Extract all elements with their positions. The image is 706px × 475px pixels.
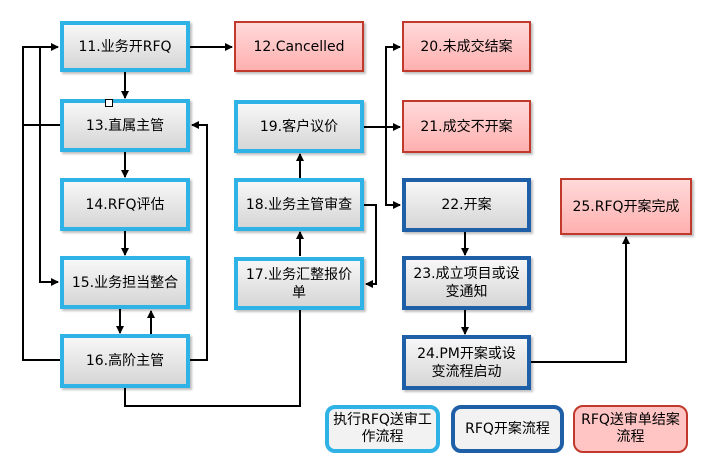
- node-17-label: 17.业务汇整报价单: [245, 266, 353, 301]
- node-17[interactable]: 17.业务汇整报价单: [234, 257, 364, 310]
- node-18[interactable]: 18.业务主管审查: [234, 178, 364, 231]
- edge-18-17-loop: [364, 204, 377, 288]
- node-19[interactable]: 19.客户议价: [234, 100, 364, 153]
- node-24[interactable]: 24.PM开案或设变流程启动: [402, 335, 531, 390]
- node-16-label: 16.高阶主管: [85, 353, 165, 369]
- legend-close-label: RFQ送审单结案流程: [581, 412, 680, 445]
- edge-19-20: [364, 43, 401, 128]
- node-23[interactable]: 23.成立项目或设变通知: [402, 256, 531, 310]
- node-12[interactable]: 12.Cancelled: [234, 21, 364, 72]
- node-25[interactable]: 25.RFQ开案完成: [560, 178, 692, 235]
- edge-16-13-loop: [190, 121, 208, 361]
- node-22[interactable]: 22.开案: [402, 178, 531, 232]
- node-14-label: 14.RFQ评估: [85, 196, 165, 213]
- node-21-label: 21.成交不开案: [420, 118, 513, 135]
- legend-execute: 执行RFQ送审工作流程: [325, 405, 440, 453]
- node-19-label: 19.客户议价: [259, 118, 339, 135]
- node-20[interactable]: 20.未成交结案: [402, 21, 531, 72]
- node-25-label: 25.RFQ开案完成: [572, 198, 680, 215]
- legend-execute-label: 执行RFQ送审工作流程: [333, 412, 432, 445]
- node-22-label: 22.开案: [441, 197, 492, 213]
- node-13-label: 13.直属主管: [85, 117, 165, 134]
- legend-open-label: RFQ开案流程: [465, 420, 550, 437]
- node-12-label: 12.Cancelled: [253, 38, 345, 55]
- node-21[interactable]: 21.成交不开案: [402, 100, 531, 153]
- edge-19-22: [385, 127, 401, 209]
- node-18-label: 18.业务主管审查: [245, 196, 353, 213]
- node-24-label: 24.PM开案或设变流程启动: [417, 345, 516, 380]
- node-15[interactable]: 15.业务担当整合: [60, 256, 190, 309]
- edge-16-11-loop: [22, 47, 60, 361]
- node-11-label: 11.业务开RFQ: [78, 38, 172, 55]
- legend-open: RFQ开案流程: [451, 405, 564, 453]
- node-13[interactable]: 13.直属主管: [60, 99, 190, 152]
- node-11[interactable]: 11.业务开RFQ: [60, 21, 190, 72]
- legend-close: RFQ送审单结案流程: [573, 405, 688, 453]
- selection-handle[interactable]: [105, 99, 113, 107]
- node-16[interactable]: 16.高阶主管: [60, 334, 190, 388]
- node-15-label: 15.业务担当整合: [71, 274, 179, 291]
- node-23-label: 23.成立项目或设变通知: [413, 266, 520, 300]
- edge-to-15-left: [39, 47, 59, 286]
- node-20-label: 20.未成交结案: [420, 38, 513, 55]
- edge-13-11-loop: [22, 43, 60, 126]
- edge-16-17: [124, 293, 304, 407]
- edge-24-25: [529, 236, 630, 363]
- node-14[interactable]: 14.RFQ评估: [60, 178, 190, 231]
